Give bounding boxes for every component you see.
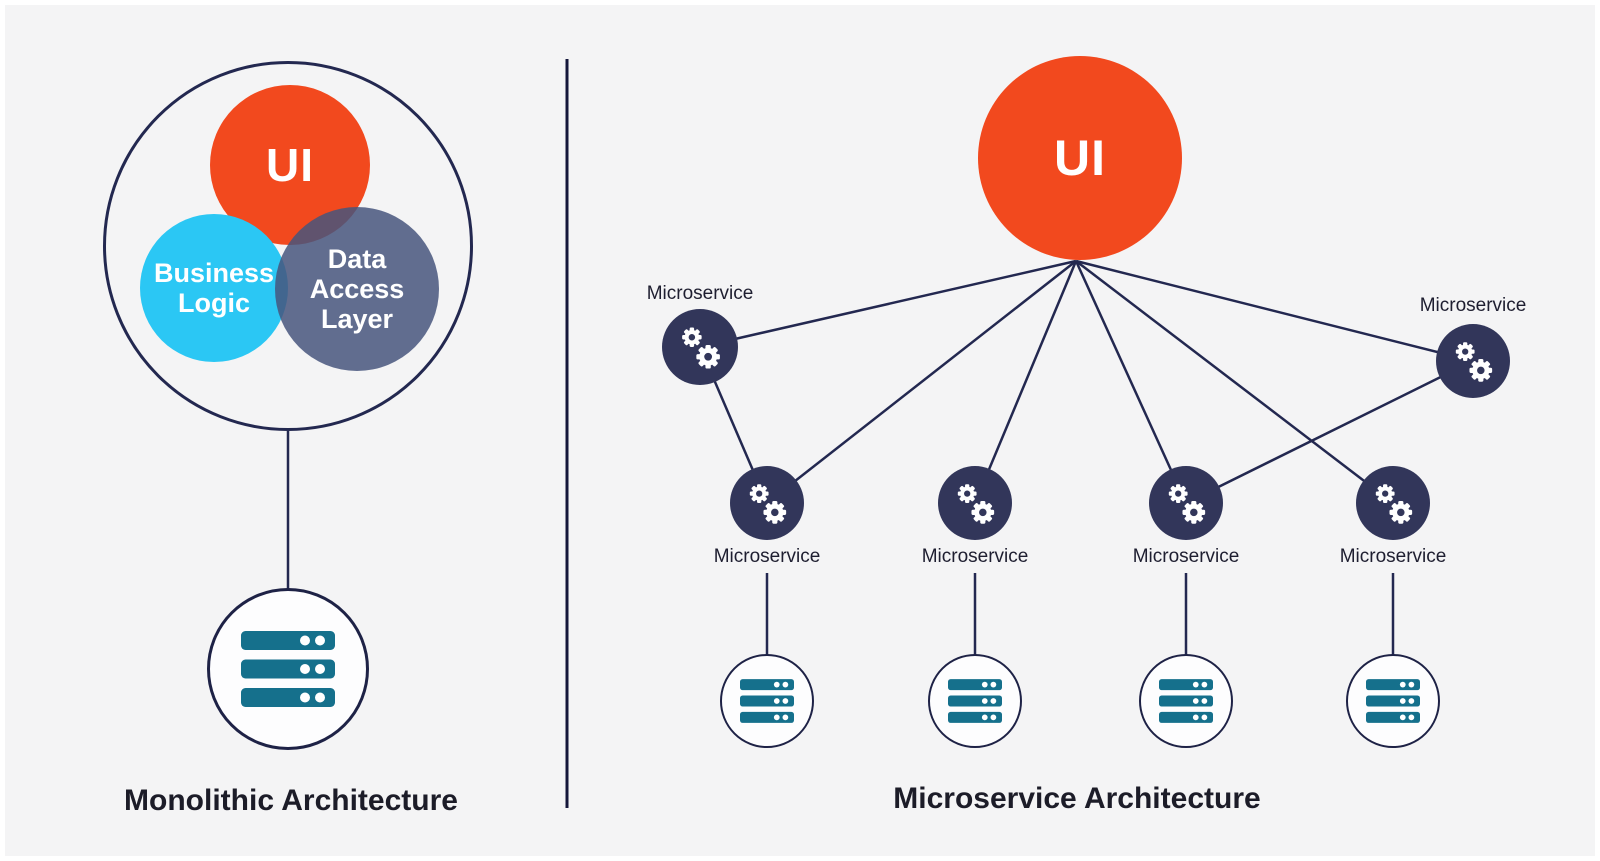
ui-to-ms-topright-line — [1075, 259, 1474, 363]
business-logic-label: Business Logic — [153, 257, 275, 318]
ms-topright-to-ms3-line — [1185, 359, 1474, 505]
microservice-node-top-right — [1436, 324, 1510, 398]
microservice-label-bottom-4: Microservice — [1339, 546, 1447, 567]
microservice-node-top-left — [662, 309, 738, 385]
microservice-node-bottom-4 — [1356, 466, 1430, 540]
microservice-label-bottom-3: Microservice — [1132, 546, 1240, 567]
ui-to-ms1-line — [766, 260, 1077, 504]
microservice-node-bottom-1 — [730, 466, 804, 540]
data-access-layer-circle: Data Access Layer — [275, 207, 439, 371]
microservice-database-1 — [720, 654, 814, 748]
server-icon — [241, 631, 335, 707]
gears-icon — [742, 478, 792, 528]
microservice-label-top-left: Microservice — [646, 283, 754, 304]
gears-icon — [1448, 336, 1498, 386]
gears-icon — [674, 321, 726, 373]
monolith-ui-label: UI — [266, 139, 314, 191]
microservice-architecture-title: Microservice Architecture — [893, 782, 1261, 815]
microservice-database-4 — [1346, 654, 1440, 748]
microservice-label-top-right: Microservice — [1419, 295, 1527, 316]
data-access-layer-label: Data Access Layer — [309, 243, 405, 335]
ui-to-ms4-line — [1075, 260, 1394, 504]
business-logic-circle: Business Logic — [140, 214, 288, 362]
microservice-node-bottom-3 — [1149, 466, 1223, 540]
microservice-database-3 — [1139, 654, 1233, 748]
gears-icon — [1161, 478, 1211, 528]
microservice-database-2 — [928, 654, 1022, 748]
monolith-boundary-circle — [103, 61, 473, 431]
server-icon — [740, 679, 794, 723]
server-icon — [948, 679, 1002, 723]
ui-to-ms2-line — [973, 260, 1078, 504]
connection-lines-layer — [286, 59, 1474, 808]
gears-icon — [1368, 478, 1418, 528]
microservice-node-bottom-2 — [938, 466, 1012, 540]
microservice-label-bottom-2: Microservice — [921, 546, 1029, 567]
ui-to-ms-topleft-line — [699, 259, 1077, 349]
server-icon — [1366, 679, 1420, 723]
gears-icon — [950, 478, 1000, 528]
monolith-database-circle — [207, 588, 369, 750]
server-icon — [1159, 679, 1213, 723]
microservice-ui-circle: UI — [978, 56, 1182, 260]
microservice-label-bottom-1: Microservice — [713, 546, 821, 567]
monolithic-architecture-title: Monolithic Architecture — [124, 784, 458, 817]
microservice-ui-label: UI — [1054, 130, 1106, 186]
ui-to-ms3-line — [1074, 260, 1188, 504]
